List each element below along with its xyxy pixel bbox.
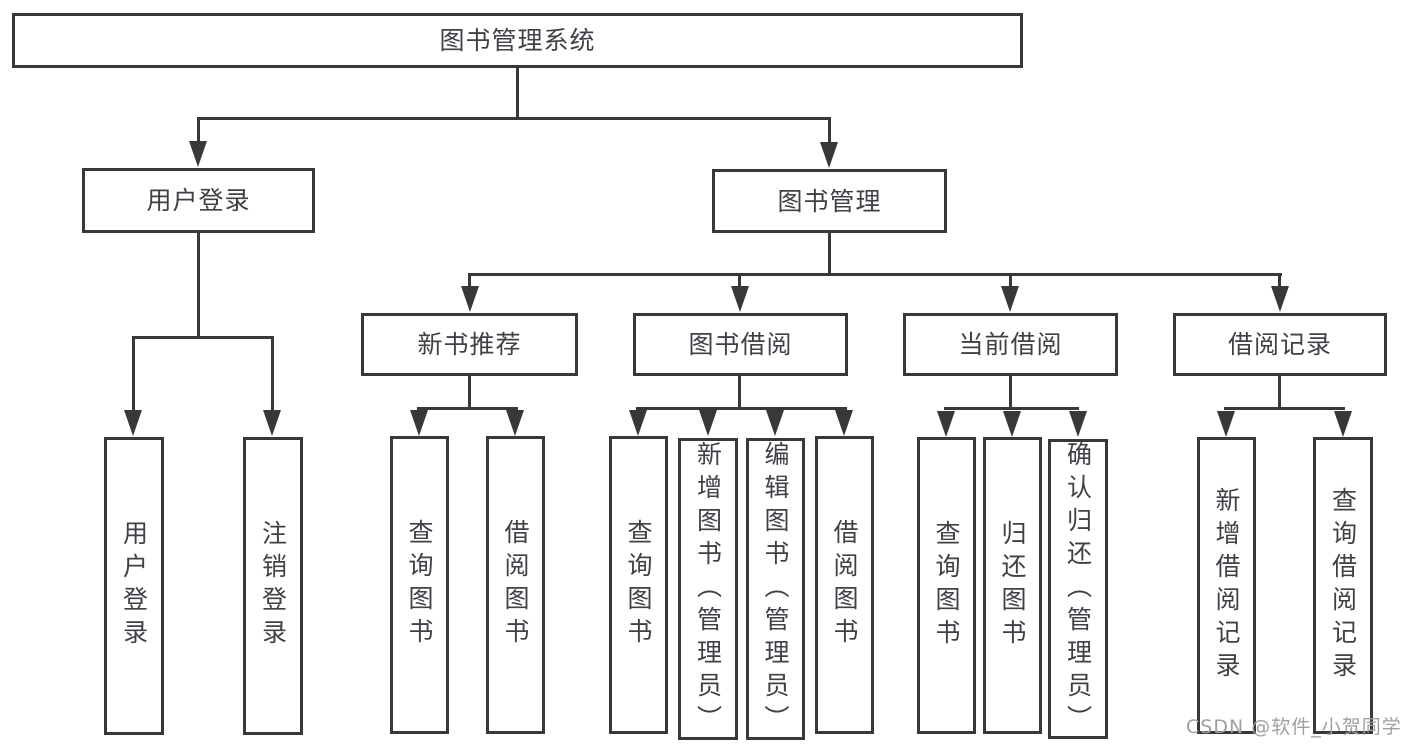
leaf-query-books-current: 查询图书: [917, 437, 976, 734]
node-label: 图书借阅: [688, 330, 793, 359]
connector-line: [468, 375, 471, 410]
connector-line: [828, 117, 831, 143]
connector-arrow: [263, 410, 281, 436]
leaf-query-books-borrow: 查询图书: [609, 436, 668, 734]
node-label: 借阅图书: [830, 519, 859, 651]
connector-line: [636, 407, 847, 410]
watermark: CSDN @软件_小贺同学: [1186, 716, 1402, 738]
node-book-management: 图书管理: [712, 169, 947, 233]
connector-line: [197, 117, 200, 143]
connector-line: [1278, 375, 1281, 410]
connector-line: [468, 273, 471, 291]
node-book-management-system: 图书管理系统: [12, 13, 1023, 68]
leaf-borrow-books-recommend: 借阅图书: [486, 436, 545, 734]
connector-arrow: [410, 410, 428, 436]
leaf-query-books-recommend: 查询图书: [390, 436, 449, 734]
connector-arrow: [731, 286, 749, 312]
connector-line: [468, 273, 1282, 276]
connector-line: [1009, 273, 1012, 291]
connector-line: [1224, 407, 1345, 410]
connector-line: [132, 336, 274, 339]
connector-arrow: [506, 410, 524, 436]
node-borrowing-records: 借阅记录: [1173, 313, 1387, 376]
node-label: 注销登录: [258, 520, 288, 652]
connector-line: [197, 233, 200, 339]
connector-line: [944, 407, 1079, 410]
node-label: 用户登录: [146, 186, 251, 215]
connector-arrow: [1001, 286, 1019, 312]
node-label: 图书管理: [777, 186, 882, 216]
node-label: 查询图书: [624, 519, 653, 651]
connector-arrow: [835, 410, 853, 436]
node-current-borrowing: 当前借阅: [903, 313, 1118, 376]
node-label: 当前借阅: [958, 330, 1063, 359]
connector-line: [1009, 375, 1012, 410]
connector-line: [828, 233, 831, 276]
leaf-add-borrow-record: 新增借阅记录: [1197, 437, 1256, 734]
connector-arrow: [189, 141, 207, 167]
node-label: 归还图书: [998, 519, 1027, 652]
node-label: 用户登录: [119, 520, 149, 652]
connector-arrow: [820, 142, 838, 168]
node-label: 确认归还（管理员）: [1063, 440, 1093, 738]
leaf-return-books: 归还图书: [983, 437, 1042, 734]
connector-arrow: [937, 411, 955, 437]
leaf-edit-books-admin: 编辑图书（管理员）: [746, 438, 805, 740]
connector-arrow: [699, 410, 717, 436]
connector-line: [271, 336, 274, 413]
node-label: 借阅图书: [501, 519, 530, 651]
leaf-logout-login: 注销登录: [243, 437, 303, 735]
node-label: 新增借阅记录: [1212, 486, 1241, 685]
node-label: 查询图书: [932, 519, 961, 652]
connector-line: [197, 117, 831, 120]
connector-line: [738, 273, 741, 291]
connector-arrow: [461, 286, 479, 312]
connector-line: [738, 375, 741, 410]
node-book-borrowing: 图书借阅: [633, 313, 848, 376]
node-label: 查询图书: [405, 519, 434, 651]
node-user-login: 用户登录: [82, 168, 315, 233]
connector-arrow: [1217, 411, 1235, 437]
node-label: 新书推荐: [417, 330, 522, 359]
leaf-add-books-admin: 新增图书（管理员）: [678, 438, 738, 740]
connector-line: [516, 68, 519, 120]
connector-arrow: [124, 410, 142, 436]
connector-arrow: [1334, 411, 1352, 437]
node-label: 借阅记录: [1227, 330, 1332, 359]
connector-line: [1278, 273, 1281, 291]
leaf-query-borrow-record: 查询借阅记录: [1313, 437, 1373, 734]
node-new-book-recommendation: 新书推荐: [361, 313, 578, 376]
leaf-borrow-books-borrow: 借阅图书: [815, 436, 874, 734]
connector-arrow: [1003, 411, 1021, 437]
connector-arrow: [766, 410, 784, 436]
node-label: 查询借阅记录: [1328, 486, 1358, 685]
connector-line: [132, 336, 135, 413]
connector-arrow: [1069, 411, 1087, 437]
node-label: 编辑图书（管理员）: [761, 440, 790, 738]
connector-line: [417, 407, 518, 410]
leaf-user-login: 用户登录: [104, 437, 164, 735]
leaf-confirm-return-admin: 确认归还（管理员）: [1048, 439, 1108, 739]
connector-arrow: [629, 410, 647, 436]
connector-arrow: [1271, 286, 1289, 312]
node-label: 图书管理系统: [439, 26, 596, 55]
node-label: 新增图书（管理员）: [693, 440, 723, 738]
